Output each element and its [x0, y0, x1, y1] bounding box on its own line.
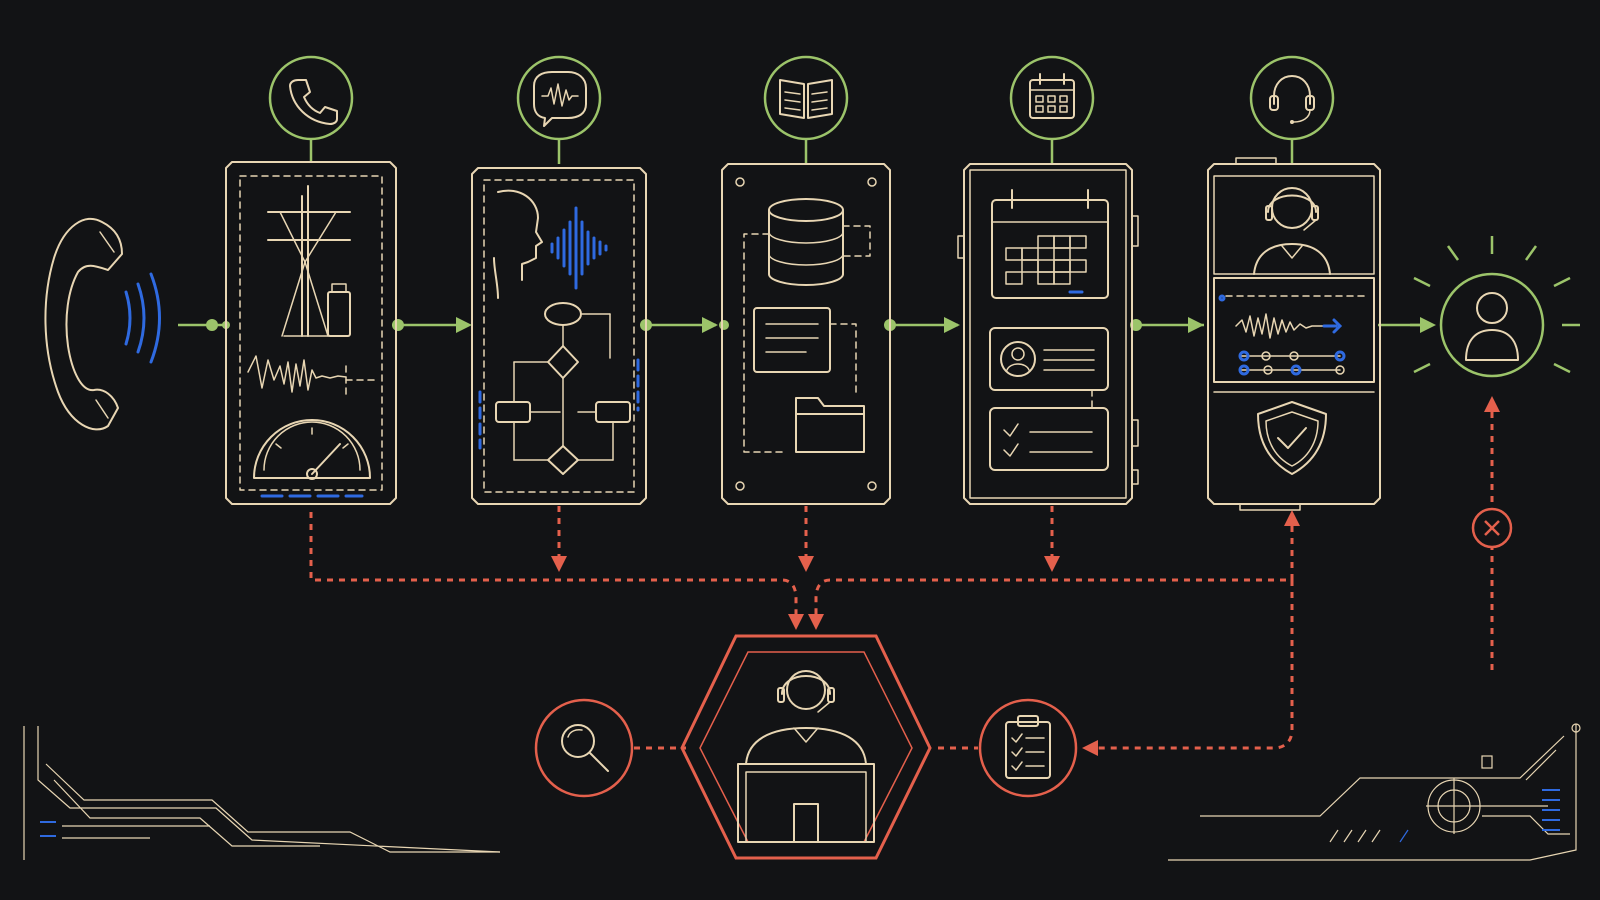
stage-4-scheduling [957, 55, 1139, 505]
speech-bubble-waveform-icon [533, 71, 587, 127]
glow-rays [1410, 236, 1580, 374]
telephone-handset-icon [44, 217, 161, 431]
calendar-grid-icon [991, 189, 1109, 299]
checklist-icon [989, 407, 1109, 471]
document-icon [753, 307, 831, 373]
voice-waveform-icon [550, 206, 608, 290]
stage-5-agent-handoff [1207, 55, 1381, 511]
end-state [1410, 236, 1580, 670]
headset-icon [1269, 75, 1315, 124]
resolved-customer-icon [1465, 292, 1519, 361]
stage-3-knowledge-lookup [721, 55, 891, 505]
human-head-profile-icon [493, 189, 543, 299]
x-circle-icon [1471, 507, 1513, 549]
circuit-decoration-right [1168, 723, 1581, 861]
waveform-icon [247, 355, 347, 393]
phone-icon-circle [268, 55, 354, 141]
stage-2-speech-understanding [471, 55, 647, 505]
audio-mixer-icon [1218, 294, 1346, 376]
database-icon [768, 198, 844, 286]
circuit-decoration-left [23, 726, 501, 860]
flowchart-icon [495, 302, 631, 475]
open-book-icon [779, 79, 833, 119]
folder-icon [795, 397, 865, 453]
shield-check-icon [1257, 401, 1327, 475]
calendar-icon [1029, 73, 1075, 119]
phone-icon [289, 79, 338, 125]
profile-card-icon [989, 327, 1109, 391]
human-agent-hub [534, 634, 1078, 860]
flow-arrows [178, 317, 1436, 333]
stage-1-line-analysis [225, 55, 397, 505]
escalation-paths [309, 506, 1300, 756]
agent-at-computer-icon [737, 670, 875, 843]
clipboard-checklist-icon [978, 698, 1078, 798]
agent-headset-icon [1253, 187, 1331, 275]
speedometer-gauge-icon [253, 419, 371, 480]
magnifier-icon [534, 698, 634, 798]
utility-pole-icon [267, 185, 351, 337]
